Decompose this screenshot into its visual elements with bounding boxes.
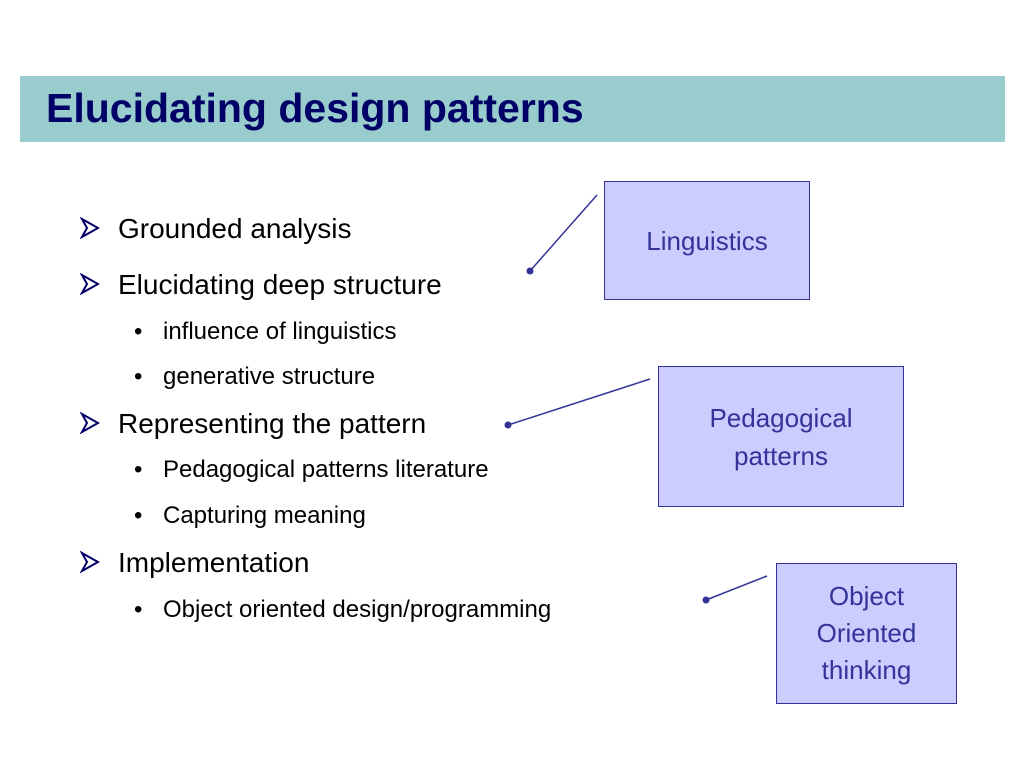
bullet-text: influence of linguistics — [163, 318, 397, 345]
bullet-text: Pedagogical patterns literature — [163, 456, 489, 483]
connector-line-linguistics — [529, 194, 598, 272]
sub-bullet-generative-structure: • generative structure — [134, 363, 376, 391]
sub-bullet-pedagogical-patterns-literature: • Pedagogical patterns literature — [134, 456, 489, 484]
sub-bullet-object-oriented-design: • Object oriented design/programming — [134, 596, 552, 624]
callout-linguistics: Linguistics — [604, 181, 810, 300]
arrowhead-bullet-icon — [80, 217, 100, 239]
sub-bullet-influence-of-linguistics: • influence of linguistics — [134, 318, 397, 346]
dot-bullet-icon: • — [134, 456, 143, 483]
connector-dot-linguistics — [526, 267, 534, 275]
bullet-text: Representing the pattern — [118, 408, 427, 439]
connector-line-pedagogical — [507, 378, 651, 426]
bullet-implementation: Implementation — [80, 547, 310, 579]
arrowhead-bullet-icon — [80, 551, 100, 573]
bullet-text: Implementation — [118, 547, 310, 578]
connector-dot-pedagogical — [504, 421, 512, 429]
bullet-elucidating-deep-structure: Elucidating deep structure — [80, 269, 442, 301]
callout-object-oriented-thinking: Object Oriented thinking — [776, 563, 957, 704]
dot-bullet-icon: • — [134, 596, 143, 623]
bullet-grounded-analysis: Grounded analysis — [80, 213, 352, 245]
callout-text: Linguistics — [646, 225, 768, 256]
dot-bullet-icon: • — [134, 363, 143, 390]
dot-bullet-icon: • — [134, 502, 143, 529]
bullet-text: generative structure — [163, 363, 376, 390]
bullet-representing-the-pattern: Representing the pattern — [80, 408, 427, 440]
arrowhead-bullet-icon — [80, 273, 100, 295]
bullet-text: Object oriented design/programming — [163, 596, 552, 623]
slide-title: Elucidating design patterns — [46, 85, 584, 131]
arrowhead-bullet-icon — [80, 412, 100, 434]
connector-line-object-oriented — [705, 575, 768, 601]
bullet-text: Capturing meaning — [163, 502, 366, 529]
sub-bullet-capturing-meaning: • Capturing meaning — [134, 502, 366, 530]
bullet-text: Grounded analysis — [118, 213, 352, 244]
callout-pedagogical-patterns: Pedagogical patterns — [658, 366, 904, 507]
callout-text: Object Oriented thinking — [816, 581, 917, 685]
dot-bullet-icon: • — [134, 318, 143, 345]
title-bar: Elucidating design patterns — [20, 76, 1005, 142]
callout-text: Pedagogical patterns — [709, 402, 853, 471]
connector-dot-object-oriented — [702, 596, 710, 604]
bullet-text: Elucidating deep structure — [118, 269, 442, 300]
